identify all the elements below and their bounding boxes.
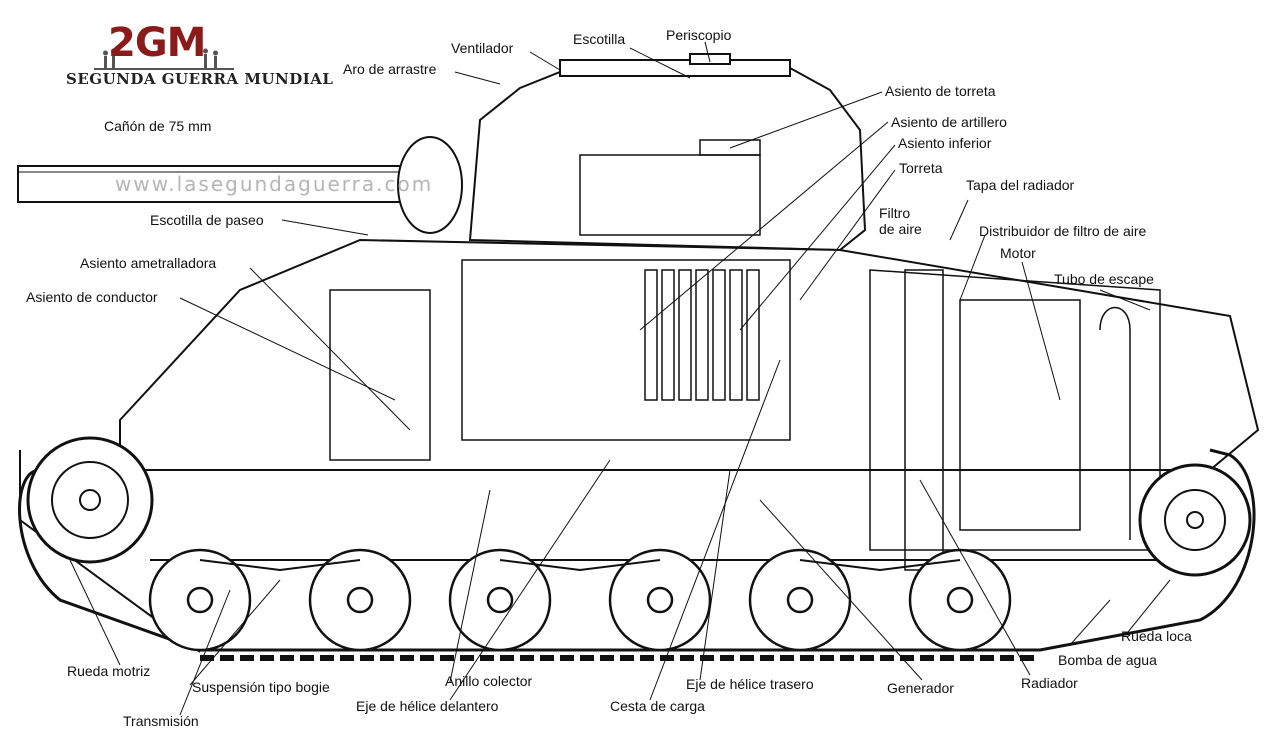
idler-wheel [1138, 463, 1252, 577]
label-motor: Motor [1000, 245, 1036, 261]
label-torreta: Torreta [899, 160, 943, 176]
label-generador: Generador [887, 680, 954, 696]
label-anillo-colector: Anillo colector [445, 673, 533, 689]
leader-lines [69, 41, 1171, 716]
label-rueda-loca: Rueda loca [1121, 628, 1192, 644]
label-asiento-conductor: Asiento de conductor [26, 289, 158, 305]
label-radiador: Radiador [1021, 675, 1078, 691]
hull [119, 238, 1260, 551]
label-cesta-carga: Cesta de carga [610, 698, 705, 714]
bogie-brackets [199, 559, 961, 572]
ammo-rack [644, 269, 760, 401]
label-asiento-ametralladora: Asiento ametralladora [80, 255, 217, 271]
label-eje-helice-trasero: Eje de hélice trasero [686, 676, 814, 692]
label-bomba-agua: Bomba de agua [1058, 652, 1157, 668]
label-asiento-torreta: Asiento de torreta [885, 83, 996, 99]
logo-number: 2GM [108, 20, 206, 66]
label-aro-arrastre: Aro de arrastre [343, 61, 437, 77]
label-escotilla-paseo: Escotilla de paseo [150, 212, 264, 228]
engine-block [904, 269, 1131, 571]
label-eje-helice-delantero: Eje de hélice delantero [356, 698, 499, 714]
road-wheels [148, 548, 1012, 652]
label-filtro-aire: Filtro de aire [879, 205, 922, 237]
site-watermark: www.lasegundaguerra.com [115, 172, 434, 196]
label-escotilla: Escotilla [573, 31, 626, 47]
label-periscopio: Periscopio [666, 27, 732, 43]
gun-barrel [17, 136, 463, 234]
label-distribuidor-filtro: Distribuidor de filtro de aire [979, 223, 1147, 239]
drive-sprocket [26, 436, 154, 564]
gun-caption: Cañón de 75 mm [104, 118, 212, 134]
label-transmision: Transmisión [123, 713, 199, 729]
label-asiento-inferior: Asiento inferior [898, 135, 992, 151]
label-tapa-radiador: Tapa del radiador [966, 177, 1075, 193]
logo-subtitle: SEGUNDA GUERRA MUNDIAL [66, 70, 334, 88]
label-rueda-motriz: Rueda motriz [67, 663, 151, 679]
label-suspension-bogie: Suspensión tipo bogie [192, 679, 330, 695]
label-ventilador: Ventilador [451, 40, 514, 56]
label-asiento-artillero: Asiento de artillero [891, 114, 1007, 130]
label-tubo-escape: Tubo de escape [1054, 271, 1154, 287]
turret [468, 53, 867, 252]
logo-soldiers-icon [94, 48, 234, 70]
